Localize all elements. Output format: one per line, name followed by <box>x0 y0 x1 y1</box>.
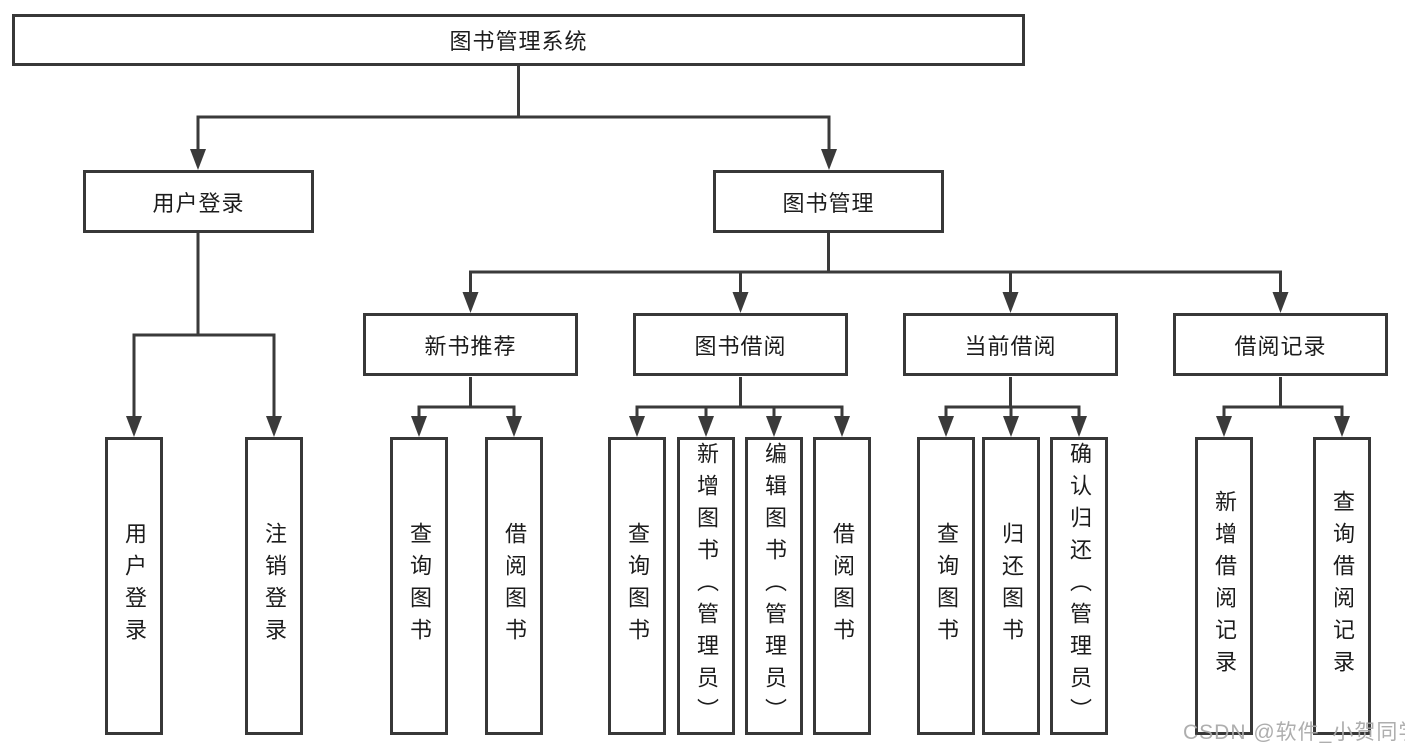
leaf-borrow-books-2: 借阅图书 <box>813 437 871 735</box>
leaf-label: 归还图书 <box>999 522 1024 650</box>
leaf-label: 新增借阅记录 <box>1212 490 1237 682</box>
tree-edges <box>132 64 1344 421</box>
leaf-borrow-books: 借阅图书 <box>485 437 543 735</box>
leaf-logout: 注销登录 <box>245 437 303 735</box>
node-borrow-records: 借阅记录 <box>1173 313 1388 376</box>
leaf-label: 查询图书 <box>934 522 959 650</box>
csdn-watermark: CSDN @软件_小贺同学 <box>1183 721 1405 744</box>
node-book-borrowing: 图书借阅 <box>633 313 848 376</box>
node-book-management: 图书管理 <box>713 170 944 233</box>
leaf-user-login: 用户登录 <box>105 437 163 735</box>
node-new-book-recommend: 新书推荐 <box>363 313 578 376</box>
arrow-down-icons <box>126 149 1350 437</box>
leaf-query-borrow-record: 查询借阅记录 <box>1313 437 1371 735</box>
node-current-borrowing: 当前借阅 <box>903 313 1118 376</box>
leaf-query-books-2: 查询图书 <box>608 437 666 735</box>
leaf-label: 查询借阅记录 <box>1330 490 1355 682</box>
leaf-label: 注销登录 <box>262 522 287 650</box>
leaf-label: 借阅图书 <box>502 522 527 650</box>
node-user-login: 用户登录 <box>83 170 314 233</box>
leaf-label: 借阅图书 <box>830 522 855 650</box>
leaf-label: 用户登录 <box>122 522 147 650</box>
leaf-query-books: 查询图书 <box>390 437 448 735</box>
leaf-add-borrow-record: 新增借阅记录 <box>1195 437 1253 735</box>
leaf-label: 查询图书 <box>407 522 432 650</box>
leaf-label: 确认归还（管理员） <box>1067 442 1092 730</box>
leaf-return-book: 归还图书 <box>982 437 1040 735</box>
leaf-label: 查询图书 <box>625 522 650 650</box>
leaf-add-book-admin: 新增图书（管理员） <box>677 437 735 735</box>
leaf-query-books-3: 查询图书 <box>917 437 975 735</box>
leaf-label: 编辑图书（管理员） <box>762 442 787 730</box>
leaf-edit-book-admin: 编辑图书（管理员） <box>745 437 803 735</box>
node-library-system: 图书管理系统 <box>12 14 1025 66</box>
leaf-confirm-return-admin: 确认归还（管理员） <box>1050 437 1108 735</box>
leaf-label: 新增图书（管理员） <box>694 442 719 730</box>
